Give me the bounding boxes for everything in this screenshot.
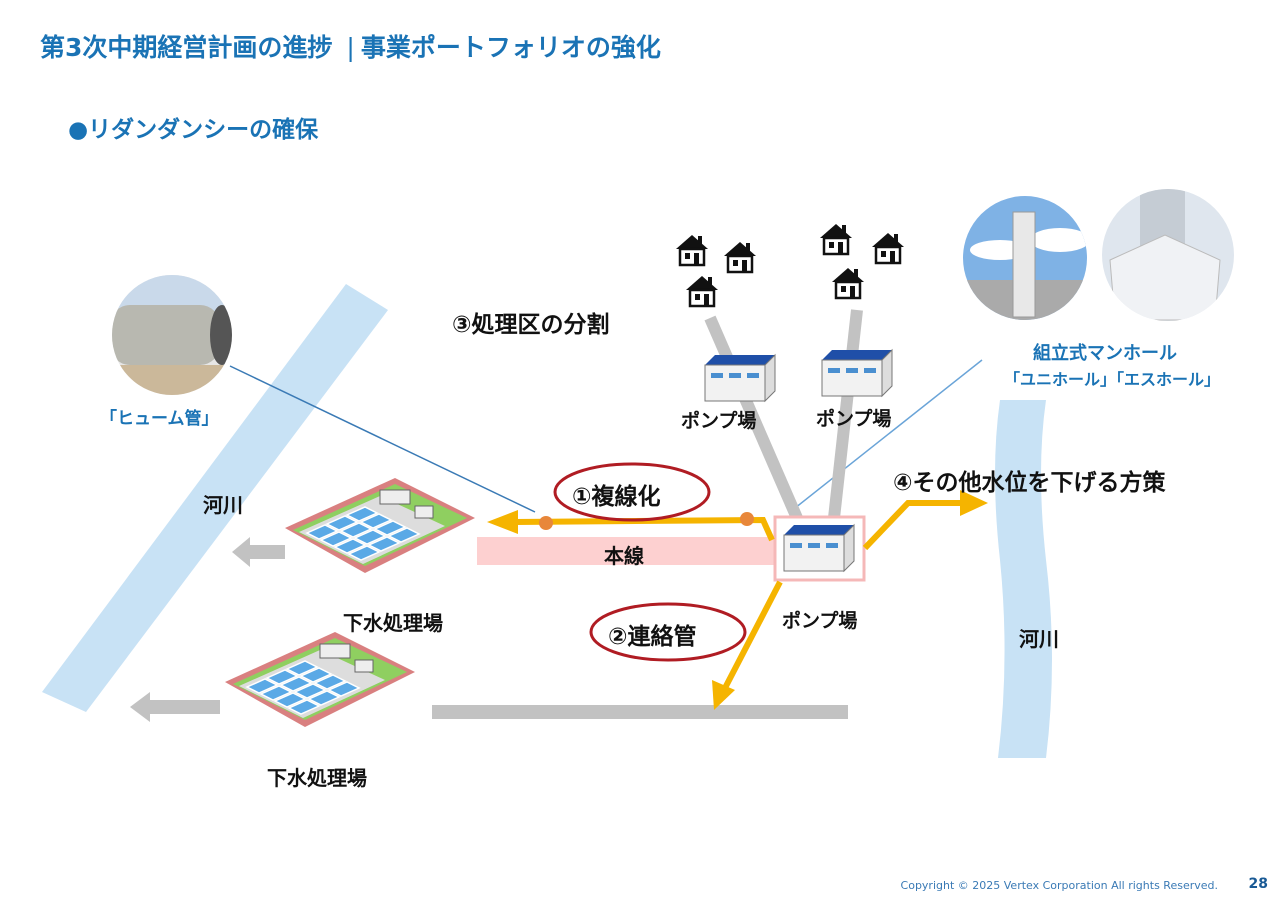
label-plant-upper: 下水処理場 — [343, 611, 443, 635]
label-hume-pipe: 「ヒューム管」 — [100, 409, 219, 429]
houses-group-2 — [818, 222, 906, 300]
label-river-right: 河川 — [1019, 627, 1059, 651]
highlight-connection — [589, 602, 747, 662]
copyright: Copyright © 2025 Vertex Corporation All … — [900, 879, 1218, 892]
river-left — [42, 284, 388, 712]
title-main: 第3次中期経営計画の進捗 — [40, 33, 333, 62]
houses-group-1 — [674, 233, 758, 308]
label-plant-lower: 下水処理場 — [267, 766, 367, 790]
label-pump-1: ポンプ場 — [681, 410, 757, 432]
label-pump-2: ポンプ場 — [816, 408, 892, 430]
page-title: 第3次中期経営計画の進捗 |事業ポートフォリオの強化 — [40, 28, 661, 64]
main-line — [477, 537, 775, 565]
river-right — [995, 400, 1052, 758]
pump-station-main — [783, 524, 855, 572]
label-division: ③処理区の分割 — [452, 312, 610, 338]
connection-arrowhead — [712, 680, 735, 710]
treatment-plant-upper — [284, 477, 476, 574]
pump-station-2 — [821, 349, 893, 397]
hume-pipe-photo — [112, 275, 232, 395]
outflow-arrow-lower — [130, 692, 220, 722]
label-manhole-title: 組立式マンホール — [1033, 343, 1177, 364]
double-line-arrow — [514, 516, 775, 542]
label-double-line: ①複線化 — [572, 484, 661, 510]
title-sub: 事業ポートフォリオの強化 — [360, 33, 661, 62]
label-connection: ②連絡管 — [608, 624, 697, 650]
other-measures-arrow — [862, 500, 962, 551]
page-number: 28 — [1248, 876, 1268, 892]
connection-pipe-arrow — [722, 580, 783, 690]
outflow-arrow-upper — [232, 537, 285, 567]
hume-leader-line — [229, 365, 536, 513]
pipe-pump2 — [828, 309, 863, 519]
label-other-measures: ④その他水位を下げる方策 — [893, 470, 1166, 496]
manhole-photo-1 — [963, 196, 1087, 320]
pipe-pump1 — [704, 315, 803, 521]
pump-station-1 — [704, 354, 776, 402]
junction-dot — [539, 516, 553, 530]
double-line-arrowhead — [487, 510, 518, 534]
other-measures-arrowhead — [960, 490, 988, 516]
title-separator: | — [346, 33, 355, 62]
manhole-leader-line — [789, 359, 983, 513]
highlight-double-line — [553, 462, 711, 522]
treatment-plant-lower — [224, 631, 416, 728]
label-river-left: 河川 — [203, 493, 243, 517]
label-main-line: 本線 — [604, 544, 644, 568]
junction-dot — [740, 512, 754, 526]
manhole-photo-2 — [1102, 189, 1234, 321]
label-pump-main: ポンプ場 — [782, 610, 858, 632]
label-manhole-names: 「ユニホール」「エスホール」 — [1004, 370, 1221, 389]
section-heading: ●リダンダンシーの確保 — [68, 117, 319, 143]
